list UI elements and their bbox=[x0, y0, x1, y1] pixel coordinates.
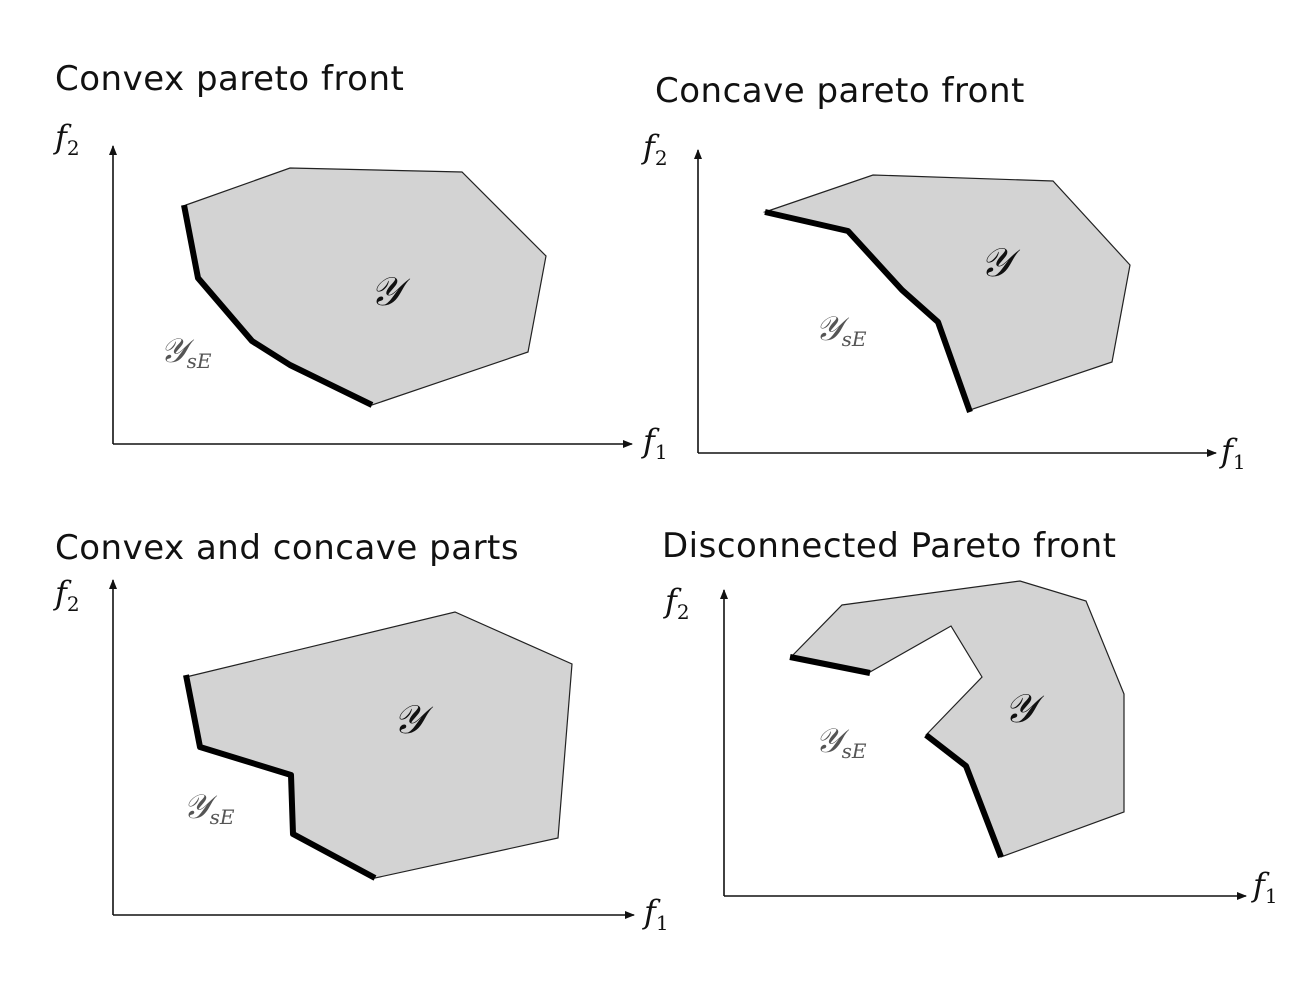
pareto-front-curve bbox=[181, 204, 374, 408]
front-label: 𝒴sE bbox=[815, 309, 867, 351]
front-label: 𝒴sE bbox=[160, 331, 212, 373]
objective-region bbox=[789, 580, 1125, 858]
panel-disconnected: Disconnected Pareto front f2 f1 𝒴 𝒴sE bbox=[662, 526, 1278, 908]
x-axis-label: f1 bbox=[641, 422, 668, 464]
panel-concave: Concave pareto front f2 f1 𝒴 𝒴sE bbox=[641, 71, 1246, 474]
y-axis-label: f2 bbox=[663, 582, 690, 624]
y-axis-label: f2 bbox=[53, 574, 80, 616]
pareto-front-curve bbox=[789, 654, 871, 676]
panel-title: Convex and concave parts bbox=[55, 528, 519, 568]
x-axis-label: f1 bbox=[1219, 432, 1246, 474]
panel-title: Disconnected Pareto front bbox=[662, 526, 1116, 566]
x-axis-label: f1 bbox=[1251, 866, 1278, 908]
front-label: 𝒴sE bbox=[815, 721, 867, 763]
y-axis-label: f2 bbox=[53, 118, 80, 160]
x-axis-label: f1 bbox=[642, 893, 669, 935]
objective-region bbox=[185, 611, 573, 879]
y-axis-label: f2 bbox=[641, 128, 668, 170]
objective-region bbox=[762, 174, 1131, 411]
pareto-front-curve bbox=[183, 674, 377, 881]
pareto-front-curve bbox=[764, 209, 973, 414]
panel-convex: Convex pareto front f2 f1 𝒴 𝒴sE bbox=[53, 59, 668, 464]
pareto-front-curve bbox=[924, 732, 1004, 859]
panel-title: Convex pareto front bbox=[55, 59, 404, 99]
front-label: 𝒴sE bbox=[183, 787, 235, 829]
objective-region bbox=[185, 167, 547, 406]
panel-convex-concave: Convex and concave parts f2 f1 𝒴 𝒴sE bbox=[53, 528, 669, 935]
panel-title: Concave pareto front bbox=[655, 71, 1025, 111]
